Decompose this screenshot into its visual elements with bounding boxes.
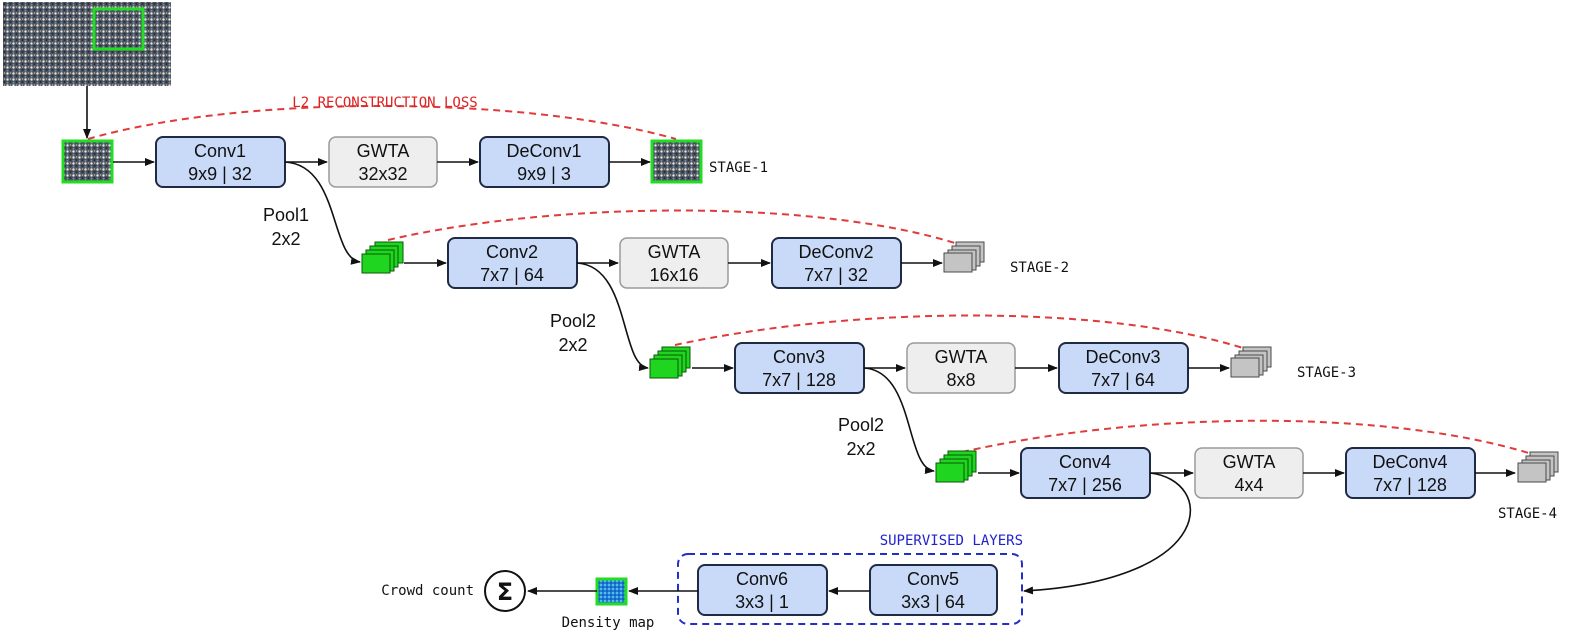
input-image — [3, 2, 171, 86]
loss-arc-stage3 — [674, 314, 1247, 350]
gwta3-spec: 8x8 — [946, 370, 975, 390]
conv3-spec: 7x7 | 128 — [762, 370, 836, 390]
deconv2-name: DeConv2 — [798, 242, 873, 262]
crowd-count-label: Crowd count — [381, 583, 474, 599]
pool3-arrow — [863, 367, 935, 475]
conv4-name: Conv4 — [1059, 452, 1111, 472]
stage-3: Conv3 7x7 | 128 GWTA 8x8 DeConv3 7x7 | 6… — [649, 342, 1356, 394]
sum-symbol: Σ — [497, 578, 513, 606]
deconv3-name: DeConv3 — [1085, 347, 1160, 367]
pool3-spec: 2x2 — [846, 439, 875, 459]
stage1-label: STAGE-1 — [709, 160, 768, 176]
stage4-feature-maps — [935, 450, 977, 483]
deconv4-name: DeConv4 — [1372, 452, 1447, 472]
deconv1-spec: 9x9 | 3 — [517, 164, 571, 184]
stage3-feature-maps — [649, 346, 691, 379]
pool1-arrow — [284, 161, 361, 265]
stage4-label: STAGE-4 — [1498, 506, 1557, 522]
supervised-layers: SUPERVISED LAYERS Conv5 3x3 | 64 Conv6 3… — [677, 533, 1023, 625]
pool2-arrow — [576, 262, 649, 371]
pool3-name: Pool2 — [838, 415, 884, 435]
stage-1: Conv1 9x9 | 32 GWTA 32x32 DeConv1 9x9 | … — [61, 136, 768, 188]
conv4-spec: 7x7 | 256 — [1048, 475, 1122, 495]
conv1-name: Conv1 — [194, 141, 246, 161]
deconv2-spec: 7x7 | 32 — [804, 265, 868, 285]
gwta2-name: GWTA — [648, 242, 701, 262]
density-map-thumb — [595, 577, 628, 606]
pool1-name: Pool1 — [263, 205, 309, 225]
deconv4-spec: 7x7 | 128 — [1373, 475, 1447, 495]
supervised-label: SUPERVISED LAYERS — [880, 533, 1023, 549]
loss-arc-stage4 — [961, 419, 1533, 455]
conv5-box — [869, 564, 998, 616]
pool2-spec: 2x2 — [558, 335, 587, 355]
conv5-spec: 3x3 | 64 — [901, 592, 965, 612]
supervised-box — [677, 553, 1023, 625]
stage3-label: STAGE-3 — [1297, 365, 1356, 381]
stage-2: Conv2 7x7 | 64 GWTA 16x16 DeConv2 7x7 | … — [361, 237, 1069, 289]
gwta4-spec: 4x4 — [1234, 475, 1263, 495]
conv6-box — [697, 564, 828, 616]
deconv1-name: DeConv1 — [506, 141, 581, 161]
deconv3-spec: 7x7 | 64 — [1091, 370, 1155, 390]
conv1-spec: 9x9 | 32 — [188, 164, 252, 184]
loss-arcs — [87, 105, 1533, 455]
conv2-name: Conv2 — [486, 242, 538, 262]
pool2-name: Pool2 — [550, 311, 596, 331]
conv2-spec: 7x7 | 64 — [480, 265, 544, 285]
conv6-name: Conv6 — [736, 569, 788, 589]
crop-highlight — [92, 7, 145, 51]
loss-arc-stage2 — [387, 209, 959, 245]
density-map-label: Density map — [562, 615, 655, 631]
stage-4: Conv4 7x7 | 256 GWTA 4x4 DeConv4 7x7 | 1… — [935, 447, 1559, 522]
loss-arc-stage1 — [87, 105, 677, 140]
gwta2-spec: 16x16 — [649, 265, 698, 285]
gwta1-spec: 32x32 — [358, 164, 407, 184]
conv5-name: Conv5 — [907, 569, 959, 589]
conv3-name: Conv3 — [773, 347, 825, 367]
gwta3-name: GWTA — [935, 347, 988, 367]
pool1-spec: 2x2 — [271, 229, 300, 249]
stage3-reconstruction-maps — [1230, 346, 1272, 378]
conv4-to-conv5-arrow — [1023, 472, 1191, 595]
stage2-feature-maps — [361, 241, 404, 274]
stage2-label: STAGE-2 — [1010, 260, 1069, 276]
loss-label: L2 RECONSTRUCTION LOSS — [292, 95, 477, 111]
sum-node — [484, 570, 526, 612]
stage1-reconstruction — [650, 139, 703, 184]
stage4-reconstruction-maps — [1517, 451, 1559, 483]
gwta4-name: GWTA — [1223, 452, 1276, 472]
stage1-input-patch — [61, 139, 114, 184]
gwta1-name: GWTA — [357, 141, 410, 161]
conv6-spec: 3x3 | 1 — [735, 592, 789, 612]
stage2-reconstruction-maps — [943, 241, 985, 273]
